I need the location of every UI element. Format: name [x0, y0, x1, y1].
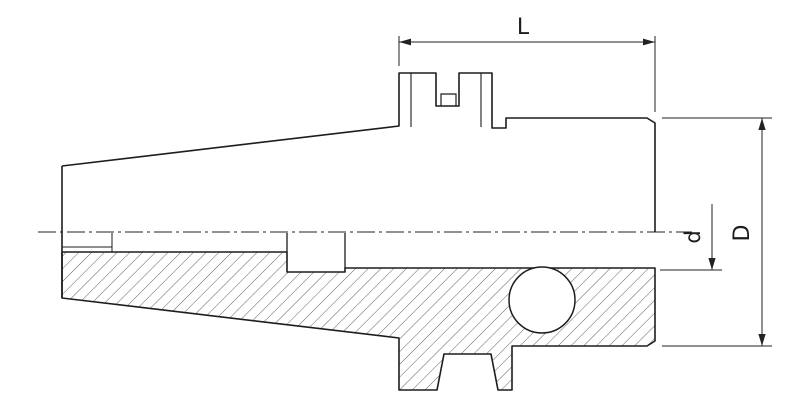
arrowhead — [758, 118, 766, 130]
arrowhead — [758, 334, 766, 346]
section-body — [61, 251, 656, 391]
section-hatching — [61, 233, 656, 391]
arrowhead — [399, 38, 411, 46]
groove-key — [440, 93, 457, 106]
dim-label-d: d — [681, 230, 705, 243]
upper-profile — [61, 72, 656, 232]
dim-label-D: D — [730, 225, 755, 242]
arrowhead — [643, 38, 655, 46]
toolholder-outline — [61, 72, 656, 298]
clamping-ball — [508, 266, 576, 334]
dimension-large-diameter: D — [662, 117, 772, 347]
dim-label-L: L — [517, 15, 530, 40]
dimension-small-diameter: d — [660, 204, 722, 271]
arrowhead — [708, 258, 716, 270]
dimension-length: L — [398, 15, 656, 112]
